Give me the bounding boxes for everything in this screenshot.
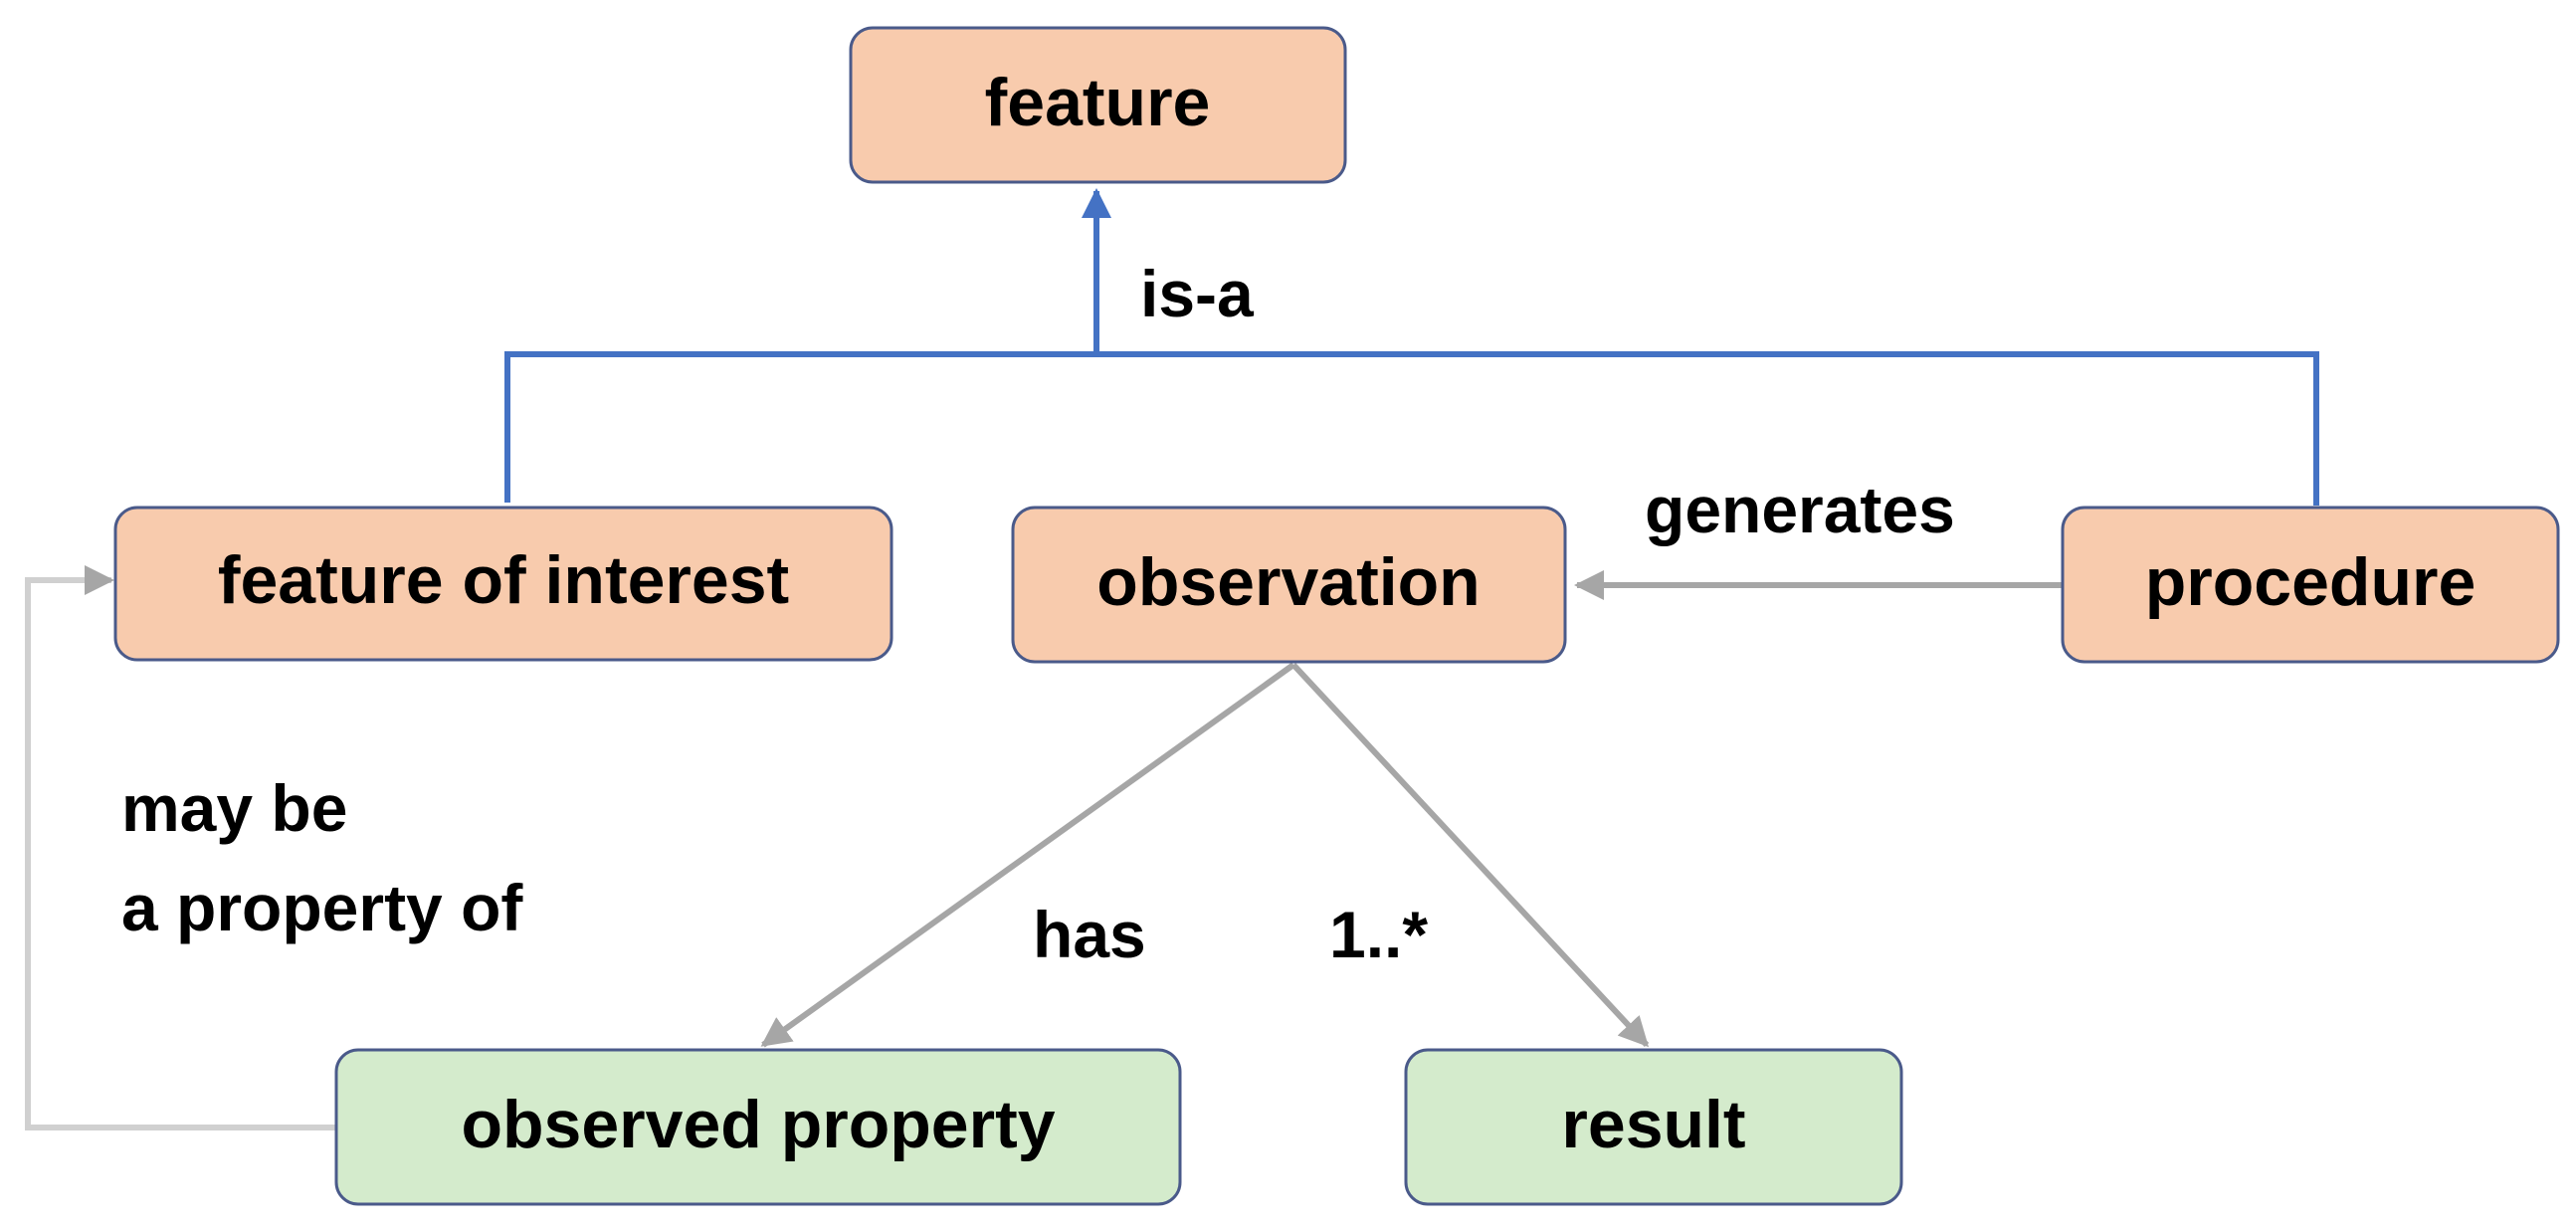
- node-procedure[interactable]: procedure: [2061, 506, 2560, 664]
- has-label: has: [1033, 898, 1146, 971]
- result-arrow: [1290, 662, 1650, 1048]
- node-observed-property[interactable]: observed property: [334, 1048, 1182, 1206]
- generates-label: generates: [1645, 473, 1955, 546]
- node-feature-label: feature: [985, 65, 1211, 140]
- node-observation[interactable]: observation: [1011, 506, 1567, 664]
- may-be-label-line1: may be: [121, 771, 347, 845]
- node-feature[interactable]: feature: [849, 26, 1347, 184]
- node-result[interactable]: result: [1404, 1048, 1903, 1206]
- multiplicity-label: 1..*: [1329, 898, 1428, 971]
- is-a-connector: [504, 188, 2319, 506]
- has-arrow: [760, 662, 1295, 1048]
- is-a-line-left: [504, 351, 2319, 506]
- may-be-label-line2: a property of: [121, 871, 523, 944]
- node-result-label: result: [1561, 1087, 1745, 1162]
- node-procedure-label: procedure: [2145, 544, 2477, 620]
- may-be-property-arrow: [25, 565, 336, 1130]
- node-feature-of-interest[interactable]: feature of interest: [113, 506, 893, 662]
- node-feature-of-interest-label: feature of interest: [218, 542, 789, 618]
- node-observed-property-label: observed property: [461, 1087, 1055, 1162]
- is-a-label: is-a: [1140, 257, 1255, 330]
- node-observation-label: observation: [1096, 544, 1480, 620]
